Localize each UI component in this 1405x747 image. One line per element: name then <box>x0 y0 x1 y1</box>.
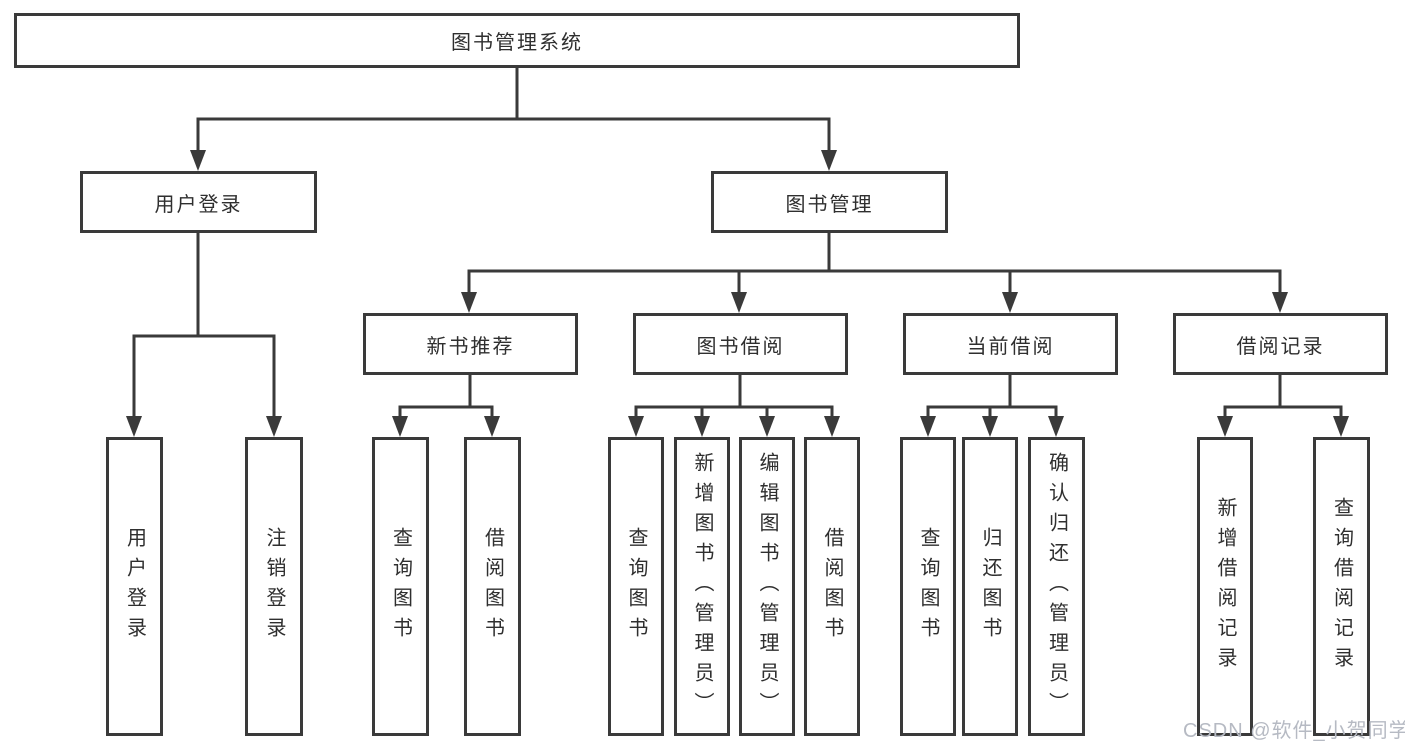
node-new-book-recommend-label: 新书推荐 <box>426 335 515 358</box>
leaf-query-books-borrow: 查询图书 <box>608 437 664 736</box>
leaf-edit-book-admin-label: 编辑图书（管理员） <box>756 451 778 722</box>
leaf-logout-login: 注销登录 <box>245 437 303 736</box>
node-book-borrow-label: 图书借阅 <box>696 335 785 358</box>
leaf-confirm-return-admin-label: 确认归还（管理员） <box>1045 451 1068 722</box>
node-borrow-records: 借阅记录 <box>1173 313 1388 375</box>
leaf-confirm-return-admin: 确认归还（管理员） <box>1028 437 1085 736</box>
leaf-edit-book-admin: 编辑图书（管理员） <box>739 437 795 736</box>
node-root-system: 图书管理系统 <box>14 13 1020 68</box>
leaf-logout-login-label: 注销登录 <box>263 526 285 647</box>
leaf-return-book-label: 归还图书 <box>979 526 1001 647</box>
node-current-borrow: 当前借阅 <box>903 313 1118 375</box>
node-current-borrow-label: 当前借阅 <box>966 335 1055 358</box>
leaf-add-borrow-record-label: 新增借阅记录 <box>1214 496 1236 677</box>
leaf-query-books-borrow-label: 查询图书 <box>625 526 647 647</box>
watermark: CSDN @软件_小贺同学 <box>1183 720 1405 742</box>
leaf-add-borrow-record: 新增借阅记录 <box>1197 437 1253 736</box>
leaf-query-borrow-record-label: 查询借阅记录 <box>1330 496 1353 677</box>
leaf-user-login: 用户登录 <box>106 437 163 736</box>
leaf-query-books-current-label: 查询图书 <box>917 526 939 647</box>
node-book-borrow: 图书借阅 <box>633 313 848 375</box>
leaf-borrow-books-recommend-label: 借阅图书 <box>481 526 504 647</box>
node-user-login: 用户登录 <box>80 171 317 233</box>
leaf-add-book-admin-label: 新增图书（管理员） <box>691 451 713 722</box>
leaf-query-books-recommend-label: 查询图书 <box>389 526 412 647</box>
leaf-borrow-books-label: 借阅图书 <box>821 526 843 647</box>
leaf-return-book: 归还图书 <box>962 437 1018 736</box>
node-root-system-label: 图书管理系统 <box>451 32 583 54</box>
leaf-query-borrow-record: 查询借阅记录 <box>1313 437 1370 736</box>
leaf-borrow-books-recommend: 借阅图书 <box>464 437 521 736</box>
node-borrow-records-label: 借阅记录 <box>1236 335 1325 358</box>
leaf-add-book-admin: 新增图书（管理员） <box>674 437 730 736</box>
leaf-query-books-recommend: 查询图书 <box>372 437 429 736</box>
leaf-query-books-current: 查询图书 <box>900 437 956 736</box>
leaf-borrow-books: 借阅图书 <box>804 437 860 736</box>
node-book-management-label: 图书管理 <box>785 193 874 216</box>
node-book-management: 图书管理 <box>711 171 948 233</box>
node-user-login-label: 用户登录 <box>154 193 243 216</box>
leaf-user-login-label: 用户登录 <box>123 526 146 647</box>
node-new-book-recommend: 新书推荐 <box>363 313 578 375</box>
